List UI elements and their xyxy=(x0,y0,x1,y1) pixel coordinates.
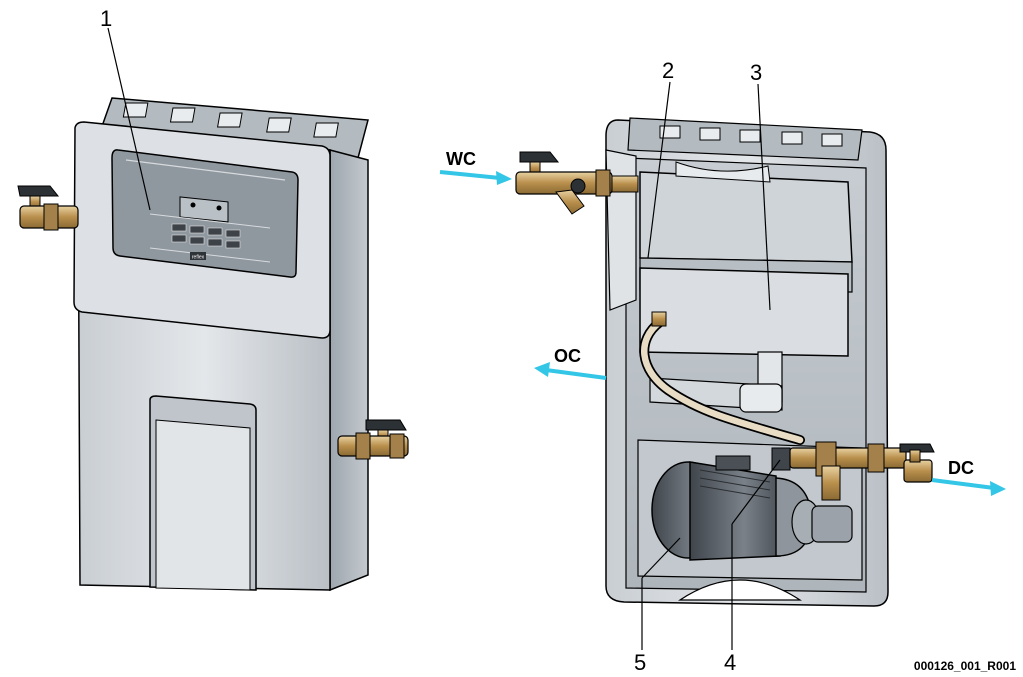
reference-code: 000126_001_R001 xyxy=(914,659,1016,673)
callout-2: 2 xyxy=(662,58,674,83)
brand-logo-box xyxy=(190,252,206,260)
leader-4-diagonal xyxy=(731,459,781,525)
callout-5: 5 xyxy=(634,650,646,675)
pump xyxy=(651,455,853,561)
closed-unit: reflex xyxy=(17,97,409,592)
open-unit xyxy=(515,117,935,607)
flow-label-oc: OC xyxy=(554,346,581,366)
hose-fitting xyxy=(651,311,667,327)
flow-label-dc: DC xyxy=(948,458,974,478)
callout-4: 4 xyxy=(724,650,736,675)
inlet-valve-closed-unit xyxy=(17,185,79,231)
flow-arrows xyxy=(439,170,1006,496)
keypad xyxy=(171,223,241,249)
dc-arrow xyxy=(931,478,1006,496)
brand-logo: reflex xyxy=(192,255,205,261)
leader-5-diagonal xyxy=(641,537,681,579)
leader-3 xyxy=(757,83,771,311)
discharge-piping xyxy=(789,441,935,501)
outlet-valve-closed-unit xyxy=(337,419,409,460)
controller-panel: reflex xyxy=(111,149,299,278)
oc-arrow xyxy=(534,362,607,380)
callout-3: 3 xyxy=(750,60,762,85)
leader-2 xyxy=(647,81,671,259)
wc-arrow xyxy=(439,170,512,185)
leader-1 xyxy=(107,27,151,211)
controller-box xyxy=(639,161,853,357)
led-indicator-left xyxy=(190,202,196,208)
inlet-valve-open-unit xyxy=(515,151,639,215)
callout-1: 1 xyxy=(100,6,112,31)
led-indicator-right xyxy=(216,205,222,211)
flow-label-wc: WC xyxy=(446,149,476,169)
leader-lines xyxy=(107,27,781,650)
